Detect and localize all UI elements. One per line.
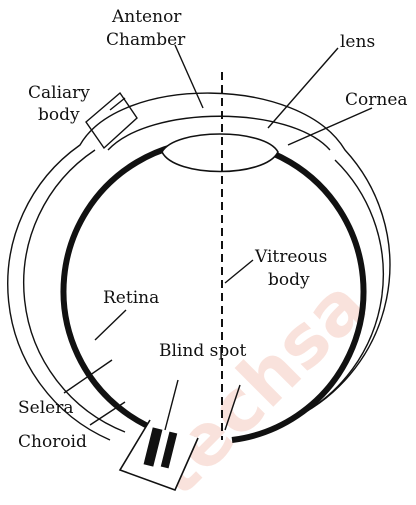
ciliary-body-shape xyxy=(86,93,137,148)
label-vitreous-body-2: body xyxy=(268,270,310,290)
label-lens: lens xyxy=(340,32,375,52)
label-ciliary-body-1: Caliary xyxy=(28,83,90,103)
lens-shape xyxy=(162,134,278,172)
label-cornea: Cornea xyxy=(345,90,408,110)
leader-vitreous-body xyxy=(225,260,253,283)
label-ciliary-body-2: body xyxy=(38,105,80,125)
leader-choroid xyxy=(90,402,125,425)
leader-sclera xyxy=(64,360,112,393)
leader-retina xyxy=(95,310,126,340)
label-choroid: Choroid xyxy=(18,432,87,452)
label-blind-spot: Blind spot xyxy=(159,341,246,361)
label-vitreous-body-1: Vitreous xyxy=(254,247,327,267)
label-sclera: Selera xyxy=(18,398,73,418)
leader-cornea xyxy=(288,108,372,145)
label-anterior-chamber-2: Chamber xyxy=(106,30,186,50)
label-retina: Retina xyxy=(103,288,159,308)
leader-anterior-chamber xyxy=(175,45,203,108)
label-anterior-chamber-1: Antenor xyxy=(111,7,182,27)
leader-lens xyxy=(268,48,338,128)
